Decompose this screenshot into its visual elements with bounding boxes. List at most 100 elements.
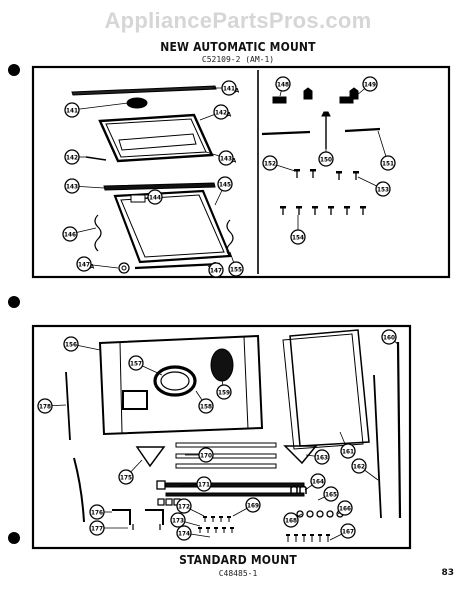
automatic-mount-model: C52109-2 (AM-1): [201, 55, 275, 64]
callout-number: 141: [223, 84, 235, 92]
callout-164: 164: [304, 473, 326, 491]
callout-160: 160: [381, 329, 399, 345]
callout-163: 163: [305, 449, 330, 465]
hardware-group: [261, 87, 381, 149]
sheet-back: [282, 333, 364, 450]
screw-part: [328, 206, 334, 215]
gasket-part: [153, 365, 197, 397]
rod-right-part: [344, 127, 381, 133]
standard-mount-title: STANDARD MOUNT: [179, 553, 297, 567]
small-screw-part: [211, 516, 215, 522]
panel-inner: [120, 194, 225, 258]
callout-number: 169: [247, 501, 259, 509]
callout-156: 156: [63, 336, 101, 352]
rod-left-part: [261, 130, 311, 136]
screw-part: [280, 206, 286, 215]
callout-155: 155: [228, 251, 244, 277]
callout-number: 145: [219, 180, 231, 188]
callout-161: 161: [339, 431, 356, 459]
callout-number: 143: [66, 182, 78, 190]
bracket-part: [130, 194, 146, 203]
thumb-screw-part: [349, 87, 359, 100]
callout-number: 171: [198, 480, 210, 488]
small-screw-part: [286, 534, 290, 542]
seal-strip-part: [103, 182, 216, 191]
screw-part: [336, 171, 342, 180]
callout-number: 165: [325, 490, 337, 498]
washer-part: [326, 510, 334, 518]
callout-number: 163: [316, 453, 328, 461]
callout-number: 146: [64, 230, 76, 238]
screw-part: [312, 206, 318, 215]
callout-175: 175: [118, 459, 143, 485]
callout-number: 154: [292, 233, 304, 241]
insulation-part: [210, 348, 234, 382]
screw-set-154: [336, 171, 359, 180]
callout-143: 143: [64, 178, 105, 194]
panel-part: [113, 189, 232, 264]
callout-141: 141: [64, 102, 129, 118]
callout-176: 176: [89, 504, 112, 520]
rail-left-part: [65, 371, 71, 441]
callout-145: 145: [214, 176, 233, 206]
callout-number: 178: [39, 402, 51, 410]
callout-170: 170: [185, 447, 214, 463]
callout-149: 149: [355, 76, 378, 97]
bottom-rail-part: [134, 262, 221, 270]
callout-number: 177: [91, 524, 103, 532]
automatic-mount-title: NEW AUTOMATIC MOUNT: [160, 40, 316, 54]
callout-number: 175: [120, 473, 132, 481]
spring-left-part: [94, 214, 102, 252]
callout-number: 167: [342, 527, 354, 535]
callout-suffix: A: [90, 263, 95, 271]
callout-suffix: A: [227, 111, 232, 119]
washer-part: [296, 510, 304, 518]
rail-right-part: [396, 341, 402, 519]
callout-number: 166: [339, 504, 351, 512]
callout-142: 142: [64, 149, 88, 165]
callout-number: 149: [364, 80, 376, 88]
callout-146: 146: [62, 226, 97, 242]
callout-number: 156: [65, 340, 77, 348]
cube-part: [165, 498, 173, 506]
coil-inner: [121, 265, 127, 271]
callout-number: 142: [66, 153, 78, 161]
binder-hole: [8, 296, 20, 308]
callout-144: 144: [144, 189, 163, 205]
binder-hole: [8, 64, 20, 76]
thumb-screw-part: [303, 87, 313, 100]
callout-number: 172: [178, 502, 190, 510]
screw-part: [353, 171, 359, 180]
gasket-inner: [160, 371, 190, 391]
cup-part: [156, 480, 166, 490]
callout-171: 171: [179, 476, 212, 492]
callout-number: 155: [230, 265, 242, 273]
side-curve-part: [73, 457, 85, 523]
callout-166: 166: [337, 500, 353, 516]
bracket-left-part: [272, 96, 287, 104]
screw-set-155: [280, 206, 366, 215]
bar-part: [165, 482, 305, 488]
small-screw-part: [318, 534, 322, 542]
callout-number: 157: [130, 359, 142, 367]
screw-part: [310, 169, 316, 178]
screw-part: [294, 169, 300, 178]
callout-150: 150: [318, 148, 334, 167]
rail-mid-part: [373, 374, 382, 519]
callout-178: 178: [37, 398, 67, 414]
top-strip-part: [71, 85, 217, 96]
callout-number: 160: [383, 333, 395, 341]
callout-154: 154: [290, 215, 306, 245]
angle-bracket-part: [135, 446, 166, 468]
screw-set-153: [294, 169, 316, 178]
small-screw-part: [227, 516, 231, 522]
strip-part: [175, 453, 277, 459]
strip-part: [175, 442, 277, 448]
automatic-mount-assembly: [71, 85, 234, 274]
small-screw-part: [206, 527, 210, 533]
callout-number: 152: [264, 159, 276, 167]
callout-number: 176: [91, 508, 103, 516]
